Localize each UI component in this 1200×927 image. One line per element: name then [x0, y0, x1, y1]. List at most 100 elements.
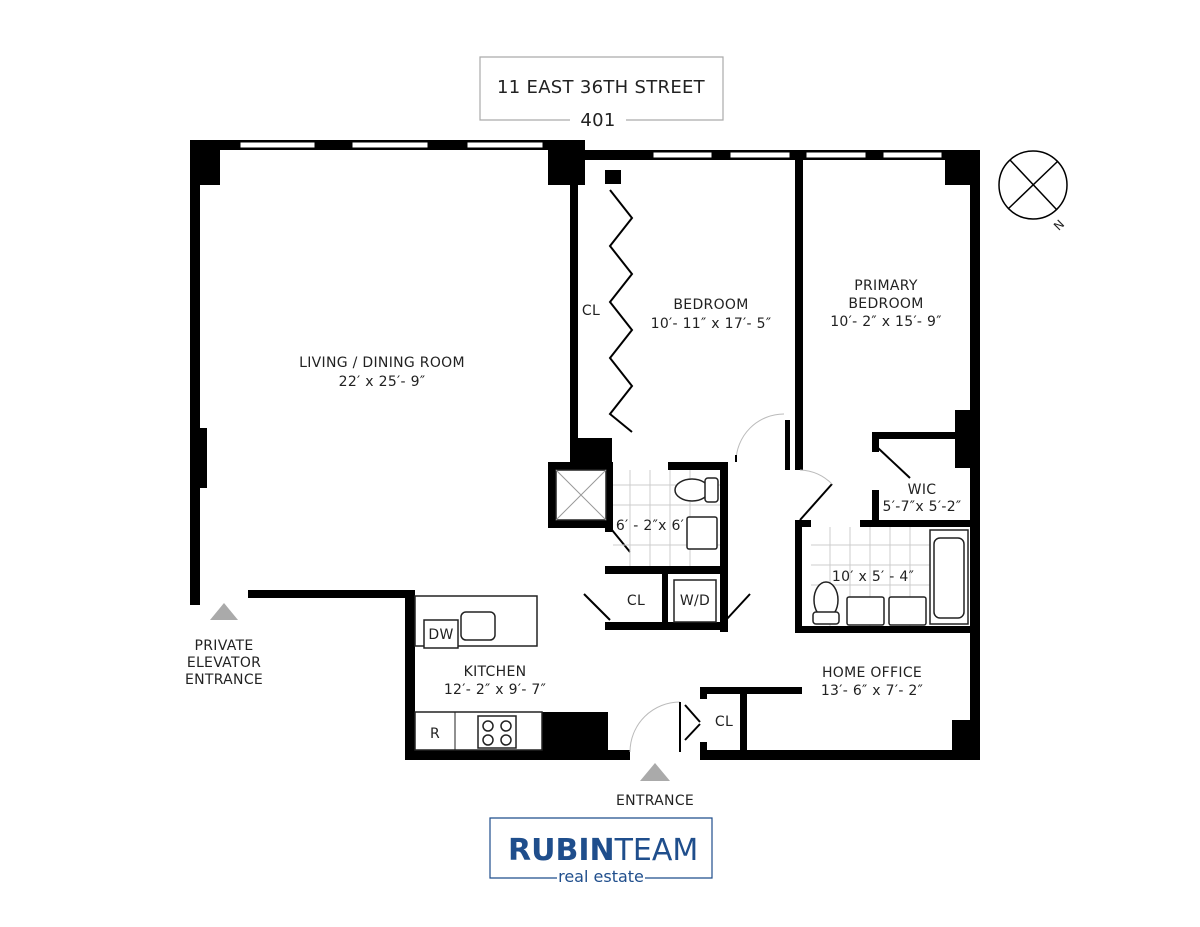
living-room-dims: 22′ x 25′- 9″	[339, 374, 426, 390]
window	[652, 151, 713, 159]
window	[466, 141, 544, 149]
door	[877, 447, 911, 479]
logo-subtitle: real estate	[558, 867, 644, 886]
sink	[888, 596, 927, 626]
bath1-dims: 6′ - 2″x 6′	[616, 518, 684, 534]
compass-line	[1007, 160, 1059, 210]
wall	[405, 750, 630, 760]
door	[684, 723, 701, 741]
primary-bedroom-name-1: PRIMARY	[854, 278, 918, 294]
address: 11 EAST 36TH STREET	[497, 77, 706, 98]
sink	[686, 516, 718, 550]
door-swing	[799, 469, 833, 485]
door	[799, 483, 833, 521]
wall	[795, 520, 802, 632]
wall	[795, 520, 811, 527]
burner	[482, 734, 494, 746]
wall-column	[195, 428, 207, 488]
window	[351, 141, 429, 149]
entrance-label: ENTRANCE	[616, 793, 694, 809]
wall	[405, 590, 415, 760]
windows	[239, 141, 943, 159]
shower-drain-lines	[555, 469, 607, 521]
entrance-door-swing	[629, 701, 681, 753]
kitchen-sink	[460, 611, 496, 641]
wall	[700, 750, 980, 760]
wall	[548, 520, 613, 528]
logo-light: TEAM	[614, 833, 699, 868]
compass: N	[998, 150, 1068, 233]
wall	[700, 742, 707, 754]
door	[583, 593, 611, 621]
burner	[500, 734, 512, 746]
window	[882, 151, 943, 159]
dishwasher-label: DW	[428, 627, 453, 643]
wall	[548, 462, 613, 470]
wall-column	[190, 140, 220, 185]
office-closet-label: CL	[715, 714, 733, 730]
wall	[548, 462, 556, 527]
refrigerator-label: R	[430, 726, 440, 742]
compass-north: N	[1051, 217, 1067, 233]
door	[725, 593, 751, 621]
title-block: 11 EAST 36TH STREET 401	[479, 56, 724, 131]
room-labels: LIVING / DINING ROOM 22′ x 25′- 9″ BEDRO…	[185, 278, 962, 809]
washer-dryer-label: W/D	[680, 593, 710, 609]
primary-bedroom-dims: 10′- 2″ x 15′- 9″	[830, 314, 942, 330]
wic-dims: 5′-7″x 5′-2″	[883, 499, 962, 515]
kitchen-dims: 12′- 2″ x 9′- 7″	[444, 682, 546, 698]
wall	[700, 687, 707, 699]
dishwasher	[423, 619, 459, 649]
elevator-label-1: PRIVATE	[195, 638, 254, 654]
bathtub-basin	[933, 537, 965, 619]
wic-name: WIC	[908, 482, 937, 498]
wall-column	[548, 140, 585, 185]
wall	[570, 160, 578, 460]
rubin-team-logo: RUBINTEAM real estate	[489, 817, 713, 886]
wall	[190, 140, 200, 605]
title-frame	[479, 56, 724, 121]
sink	[846, 596, 885, 626]
wall-column	[570, 438, 612, 464]
door	[611, 529, 631, 553]
bath-fixtures	[555, 469, 969, 626]
logo-frame	[489, 817, 713, 879]
bath2-dims: 10′ x 5′ - 4″	[832, 569, 914, 585]
burner	[500, 720, 512, 732]
bedroom-dims: 10′- 11″ x 17′- 5″	[651, 316, 772, 332]
wall	[785, 420, 790, 470]
wall	[700, 687, 802, 694]
hall-closet-label: CL	[627, 593, 645, 609]
unit-number: 401	[580, 110, 615, 131]
window	[805, 151, 867, 159]
window	[239, 141, 316, 149]
door	[684, 704, 701, 723]
living-room-name: LIVING / DINING ROOM	[299, 355, 465, 371]
doors	[583, 189, 911, 753]
wall	[740, 687, 747, 755]
kitchen-fixtures	[414, 595, 543, 751]
kitchen-name: KITCHEN	[464, 664, 527, 680]
bedroom-name: BEDROOM	[673, 297, 748, 313]
bedroom-closet-label: CL	[582, 303, 600, 319]
wall	[605, 170, 621, 184]
toilet	[674, 478, 710, 502]
wall	[860, 520, 980, 527]
wall	[662, 566, 668, 630]
washer-dryer	[673, 579, 717, 623]
entrance-arrow	[640, 763, 670, 781]
wall	[872, 432, 879, 452]
primary-bedroom-name-2: BEDROOM	[848, 296, 923, 312]
wall	[795, 626, 980, 633]
wall	[795, 160, 803, 470]
toilet-tank	[812, 611, 840, 625]
wall	[248, 590, 415, 598]
burner	[482, 720, 494, 732]
elevator-label-2: ELEVATOR	[187, 655, 261, 671]
wall	[668, 462, 728, 470]
toilet-tank	[704, 477, 719, 503]
home-office-name: HOME OFFICE	[822, 665, 922, 681]
wall	[605, 462, 613, 532]
wall	[720, 462, 728, 632]
